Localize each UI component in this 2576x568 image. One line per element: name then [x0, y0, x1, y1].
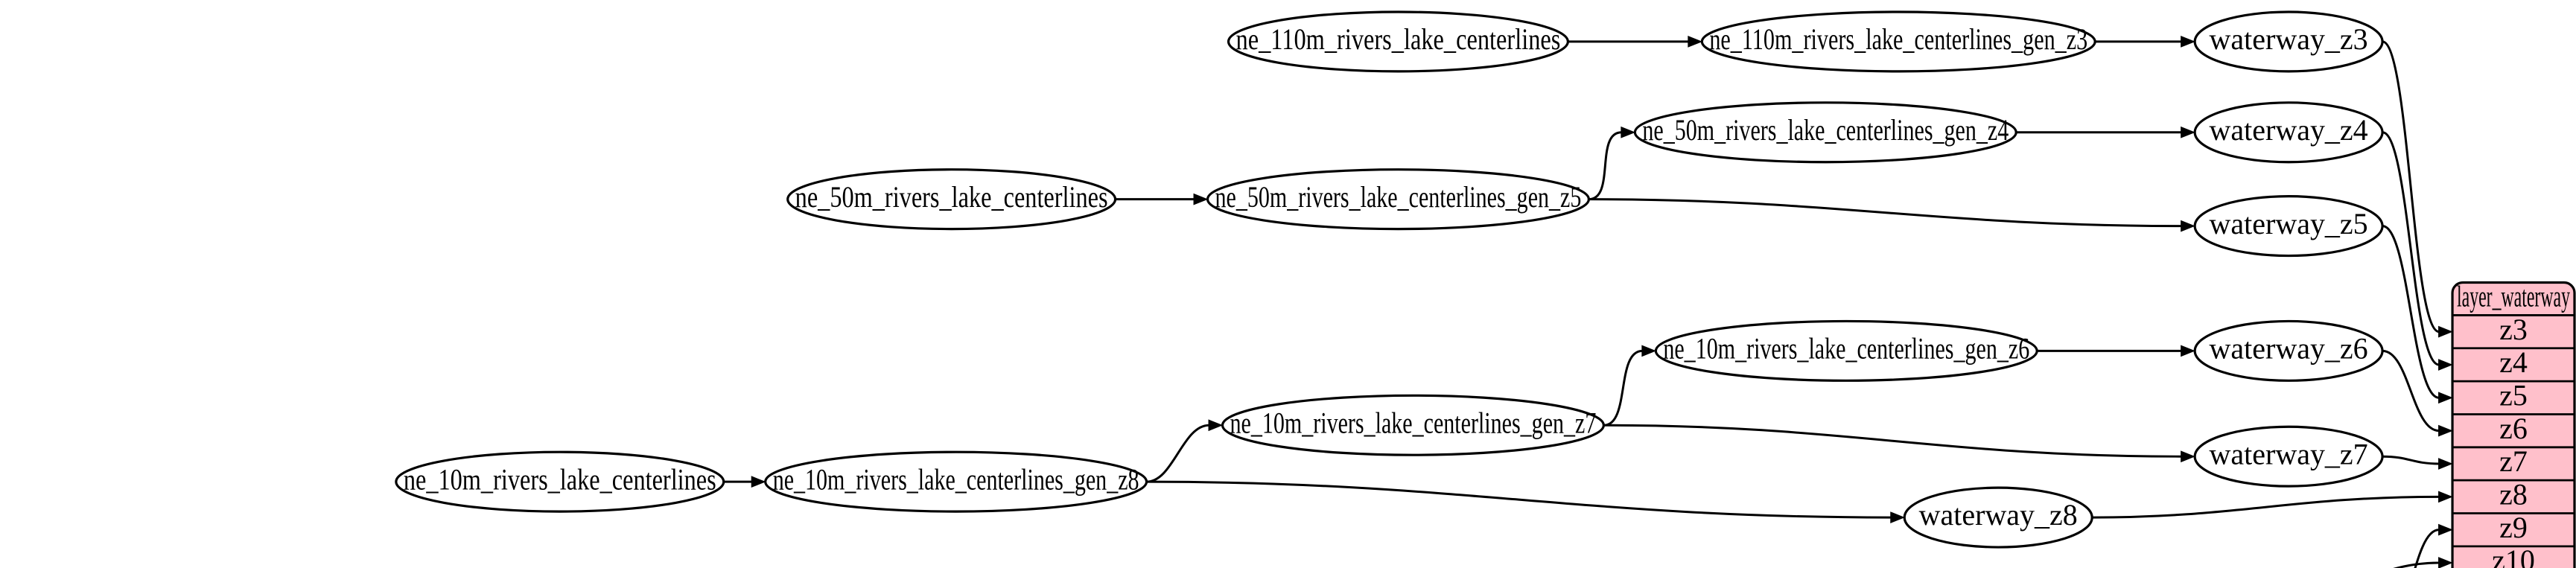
edge-arrowhead [1890, 511, 1905, 523]
graph-node-ne110m[interactable]: ne_110m_rivers_lake_centerlines [1227, 10, 1569, 73]
edge-arrowhead [2181, 220, 2195, 232]
node-ellipse[interactable] [2193, 101, 2384, 164]
node-ellipse[interactable] [1903, 486, 2093, 549]
edge-arrowhead [2438, 325, 2453, 338]
nodes-layer: imposm3osm_waterway_linestringosm_import… [395, 10, 2384, 549]
node-ellipse[interactable] [764, 450, 1148, 513]
record-node-body[interactable] [2451, 281, 2576, 568]
edge-arrowhead [2438, 491, 2453, 503]
graph-node-ne110m_z3[interactable]: ne_110m_rivers_lake_centerlines_gen_z3 [1700, 10, 2096, 73]
edge-arrowhead [2438, 523, 2453, 536]
record-node-layer-waterway[interactable]: layer_waterwayz3z4z5z6z7z8z9z10z11z12z13… [2451, 280, 2576, 568]
graph-node-waterway_z8[interactable]: waterway_z8 [1903, 486, 2093, 549]
graph-node-ne10m_z6[interactable]: ne_10m_rivers_lake_centerlines_gen_z6 [1654, 319, 2038, 382]
node-ellipse[interactable] [395, 450, 725, 513]
node-ellipse[interactable] [1633, 101, 2017, 164]
edge-arrowhead [1688, 36, 1703, 48]
node-ellipse[interactable] [2193, 195, 2384, 258]
edge-arrowhead [751, 476, 766, 488]
graph-node-ne50m[interactable]: ne_50m_rivers_lake_centerlines [786, 168, 1117, 231]
record-node-layer: layer_waterwayz3z4z5z6z7z8z9z10z11z12z13… [2451, 280, 2576, 568]
edge-arrowhead [1208, 419, 1224, 432]
graph-edge [1146, 480, 1892, 519]
graph-edge [1603, 424, 2182, 458]
graph-edge [2382, 40, 2440, 334]
graph-edge [2382, 131, 2440, 366]
node-ellipse[interactable] [1206, 168, 1590, 231]
edge-arrowhead [1193, 193, 1209, 205]
graph-edge [2414, 529, 2440, 568]
edge-arrowhead [2438, 392, 2453, 404]
graph-edge [2382, 455, 2440, 465]
graph-edge [1146, 424, 1209, 483]
graph-edge [2092, 495, 2440, 519]
edge-arrowhead [1621, 126, 1636, 138]
edge-arrowhead [2438, 359, 2453, 371]
edge-arrowhead [2181, 345, 2195, 357]
graph-edge [2382, 349, 2440, 433]
node-ellipse[interactable] [1654, 319, 2038, 382]
node-ellipse[interactable] [1700, 10, 2096, 73]
graph-edge [1603, 349, 1643, 427]
graph-node-waterway_z4[interactable]: waterway_z4 [2193, 101, 2384, 164]
node-ellipse[interactable] [2193, 425, 2384, 488]
node-ellipse[interactable] [786, 168, 1117, 231]
graph-node-waterway_z7[interactable]: waterway_z7 [2193, 425, 2384, 488]
edge-arrowhead [2438, 424, 2453, 437]
edge-arrowhead [2438, 557, 2453, 568]
graph-node-ne10m_z8[interactable]: ne_10m_rivers_lake_centerlines_gen_z8 [764, 450, 1148, 513]
graph-edge [2382, 225, 2440, 399]
edge-arrowhead [2438, 458, 2453, 470]
edge-arrowhead [2181, 126, 2195, 138]
edge-arrowhead [2181, 450, 2195, 463]
graph-node-ne10m_z7[interactable]: ne_10m_rivers_lake_centerlines_gen_z7 [1221, 394, 1605, 456]
node-ellipse[interactable] [2193, 319, 2384, 382]
graph-node-ne50m_z5[interactable]: ne_50m_rivers_lake_centerlines_gen_z5 [1206, 168, 1590, 231]
edges-layer [723, 36, 2453, 568]
graph-node-waterway_z5[interactable]: waterway_z5 [2193, 195, 2384, 258]
graph-node-waterway_z6[interactable]: waterway_z6 [2193, 319, 2384, 382]
node-ellipse[interactable] [2193, 10, 2384, 73]
graph-node-waterway_z3[interactable]: waterway_z3 [2193, 10, 2384, 73]
graph-edge [1588, 198, 2182, 228]
node-ellipse[interactable] [1221, 394, 1605, 456]
graph-node-ne10m[interactable]: ne_10m_rivers_lake_centerlines [395, 450, 725, 513]
graph-edge [2393, 561, 2440, 568]
graph-node-ne50m_z4[interactable]: ne_50m_rivers_lake_centerlines_gen_z4 [1633, 101, 2017, 164]
edge-arrowhead [2181, 36, 2195, 48]
node-ellipse[interactable] [1227, 10, 1569, 73]
graph-edge [1588, 131, 1622, 201]
edge-arrowhead [1641, 345, 1657, 357]
